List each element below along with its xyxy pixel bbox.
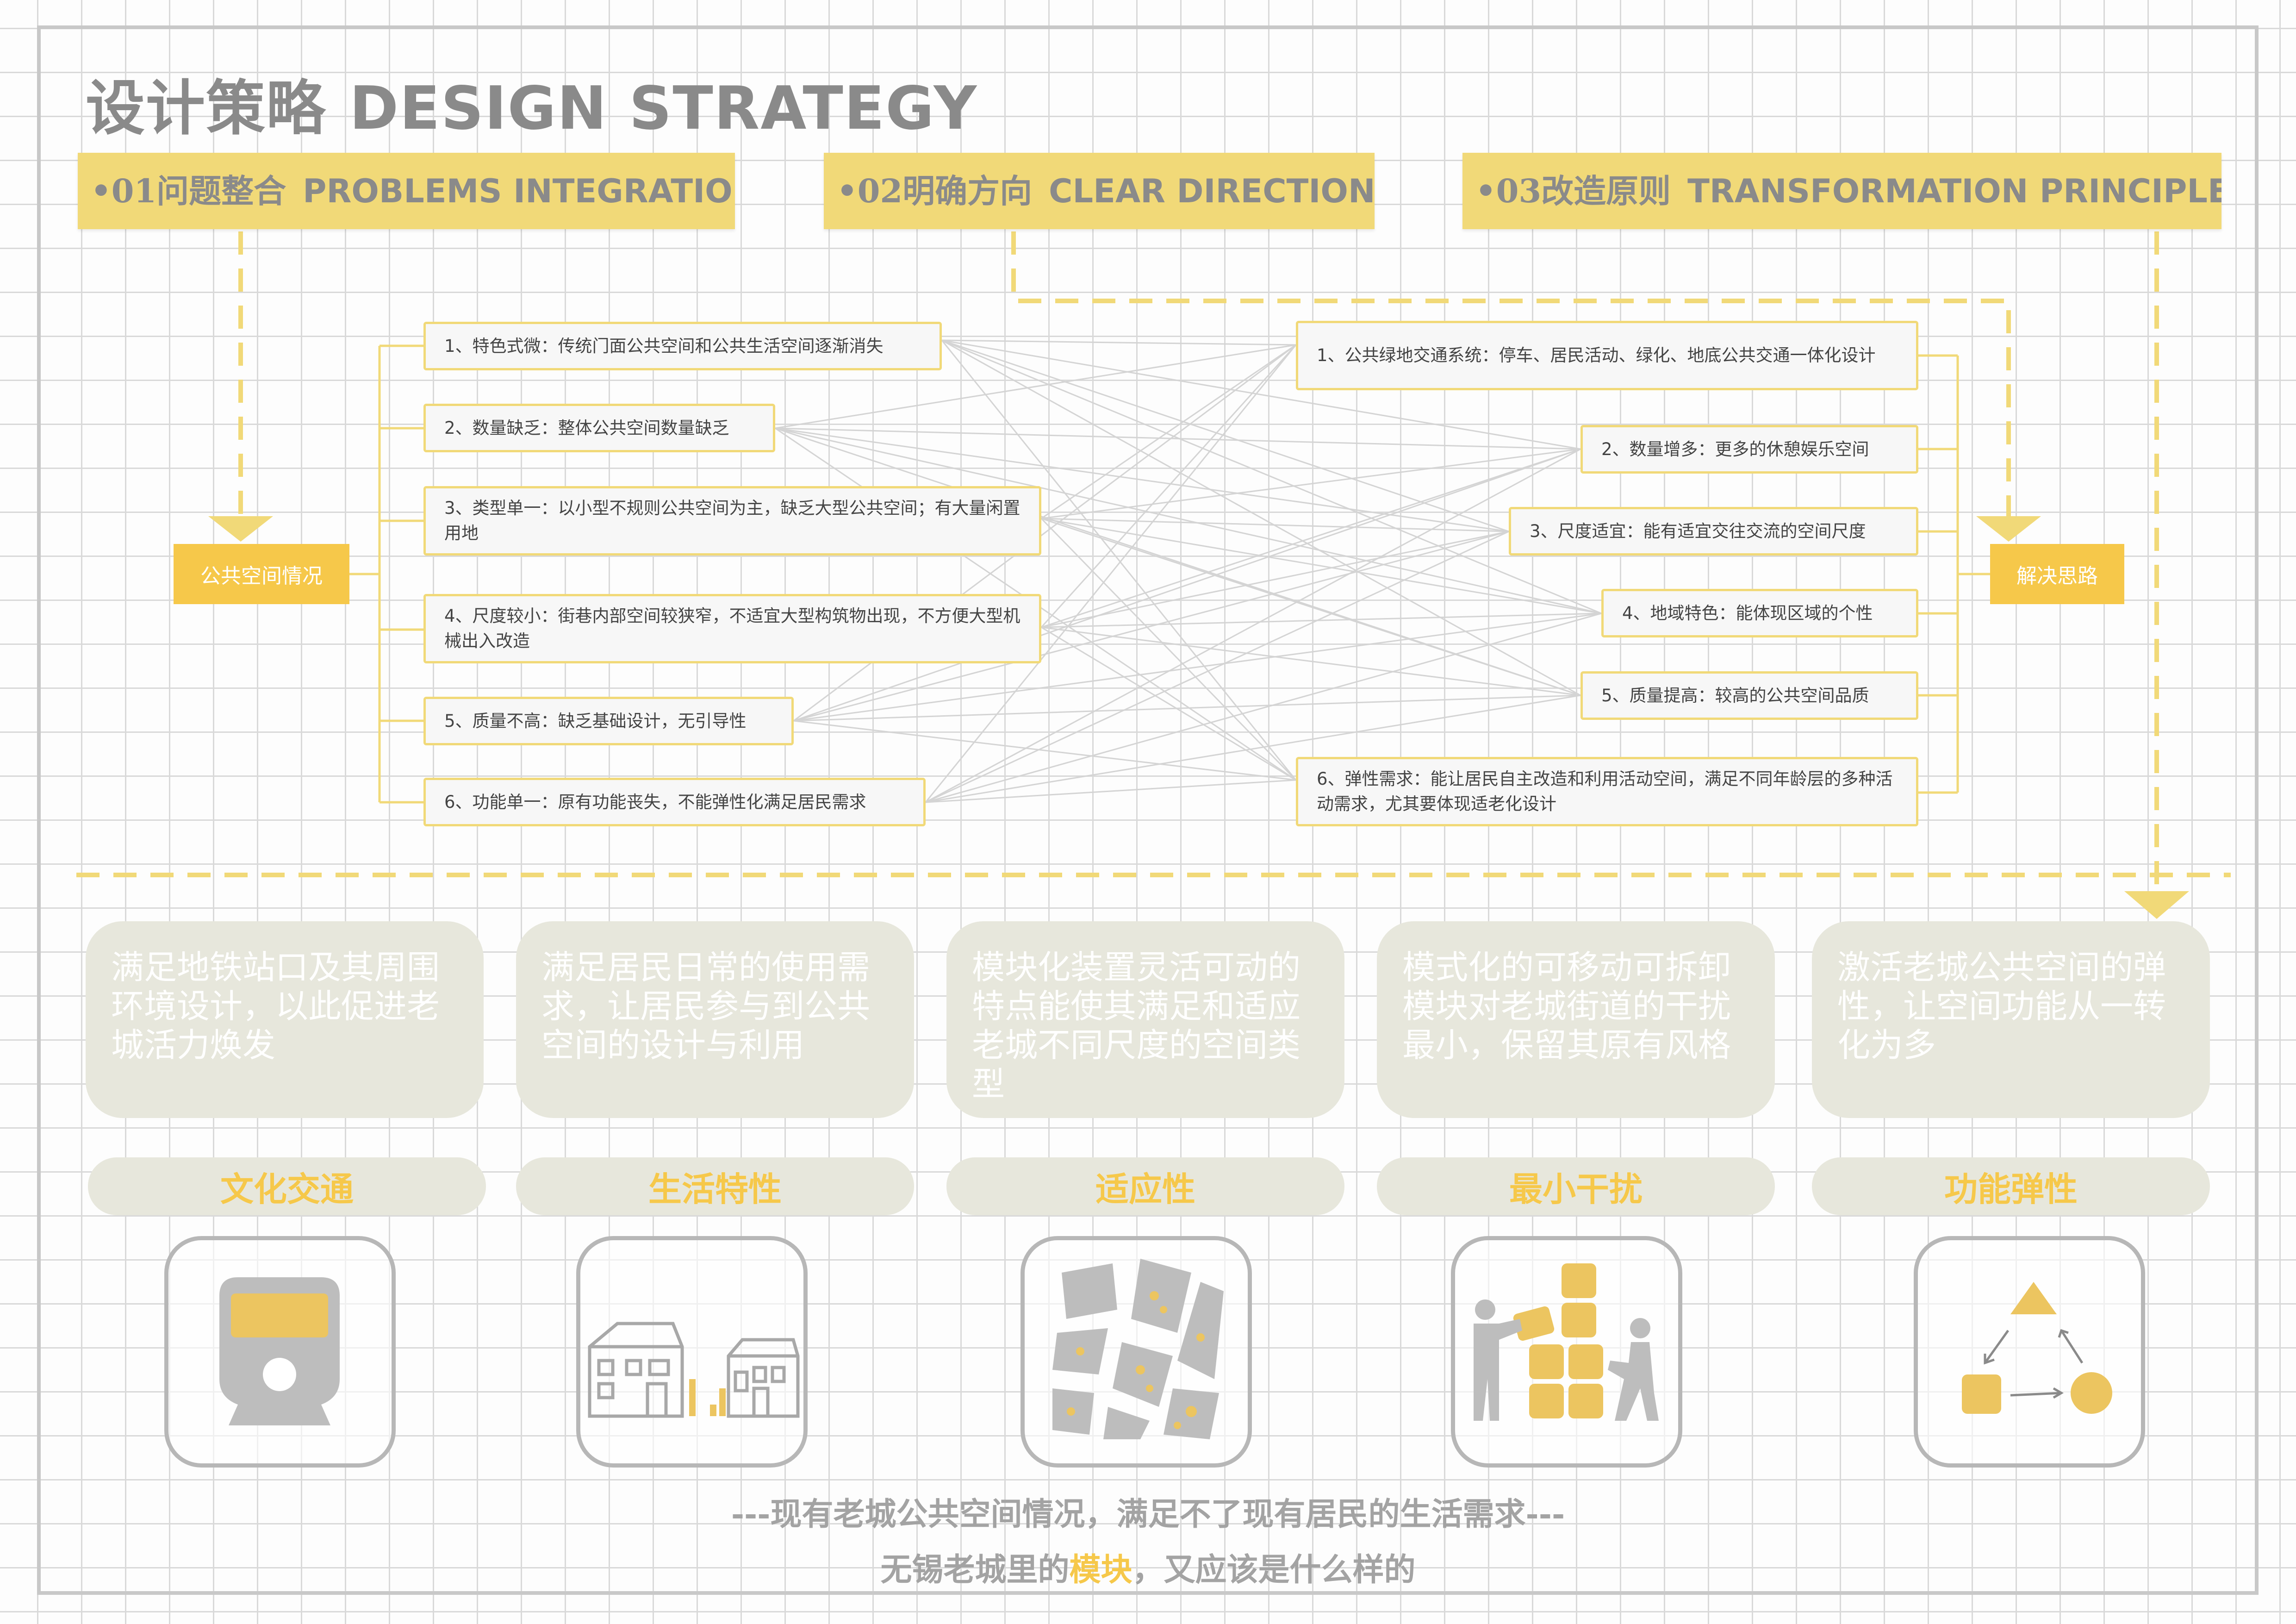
connector-line <box>941 339 1581 696</box>
header-clear-direction: •02明确方向 CLEAR DIRECTION <box>824 153 1375 229</box>
public-space-hub: 公共空间情况 <box>174 544 349 604</box>
connector-line <box>793 531 1509 722</box>
header-cn: •01问题整合 <box>91 172 286 210</box>
caption-text: 无锡老城里的 <box>880 1551 1070 1588</box>
principle-label: 功能弹性 <box>1812 1157 2210 1215</box>
solution-item: 3、尺度适宜：能有适宜交往交流的空间尺度 <box>1509 507 1918 556</box>
problem-item: 4、尺度较小：街巷内部空间较狭窄，不适宜大型构筑物出现，不方便大型机械出入改造 <box>423 594 1041 663</box>
connector-line <box>1040 518 1297 781</box>
connector-line <box>925 779 1296 803</box>
principle-card: 满足居民日常的使用需求，让居民参与到公共空间的设计与利用 <box>516 921 914 1118</box>
connector-line <box>1041 448 1581 628</box>
principle-label: 文化交通 <box>88 1157 486 1215</box>
problem-item: 5、质量不高：缺乏基础设计，无引导性 <box>423 697 794 745</box>
solution-item: 1、公共绿地交通系统：停车、居民活动、绿化、地底公共交通一体化设计 <box>1296 321 1918 390</box>
title-cn: 设计策略 <box>86 74 327 143</box>
connector-line <box>941 339 1581 450</box>
connector-line <box>775 344 1296 429</box>
connector-line <box>793 448 1581 722</box>
problem-item: 6、功能单一：原有功能丧失，不能弹性化满足居民需求 <box>423 778 926 826</box>
bottom-caption-line1: ---现有老城公共空间情况，满足不了现有居民的生活需求--- <box>731 1496 1565 1533</box>
principle-card: 模式化的可移动可拆卸模块对老城街道的干扰最小，保留其原有风格 <box>1377 921 1775 1118</box>
connector-line <box>941 339 1296 346</box>
caption-text: ，又应该是什么样的 <box>1132 1551 1416 1588</box>
header-cn: •02明确方向 <box>837 172 1033 210</box>
connector-line <box>1041 626 1296 781</box>
connector-line <box>925 448 1581 803</box>
problem-item: 3、类型单一：以小型不规则公共空间为主，缺乏大型公共空间；有大量闲置用地 <box>423 486 1041 556</box>
connector-line <box>925 612 1602 803</box>
principle-label: 生活特性 <box>516 1157 914 1215</box>
problem-item: 1、特色式微：传统门面公共空间和公共生活空间逐渐消失 <box>423 322 942 370</box>
people-stacking-blocks-icon <box>1451 1236 1682 1468</box>
connector-line <box>793 720 1296 781</box>
connector-line <box>925 531 1509 803</box>
principle-card: 激活老城公共空间的弹性，让空间功能从一转化为多 <box>1812 921 2210 1118</box>
solution-hub: 解决思路 <box>1990 544 2124 604</box>
header-en: TRANSFORMATION PRINCIPLE <box>1687 172 2221 210</box>
connector-line <box>1041 531 1509 628</box>
connector-line <box>1041 612 1602 628</box>
header-en: CLEAR DIRECTION <box>1049 172 1375 210</box>
solution-item: 4、地域特色：能体现区域的个性 <box>1601 589 1918 637</box>
connector-line <box>925 344 1297 803</box>
metro-train-icon <box>164 1236 396 1468</box>
connector-line <box>1041 626 1581 696</box>
page-title: 设计策略 DESIGN STRATEGY <box>86 60 977 146</box>
shape-cycle-icon <box>1914 1236 2145 1468</box>
title-en: DESIGN STRATEGY <box>349 74 978 143</box>
connector-line <box>1040 344 1297 628</box>
solution-item: 5、质量提高：较高的公共空间品质 <box>1580 671 1918 720</box>
caption-highlight: 模块 <box>1069 1551 1132 1588</box>
header-problems-integration: •01问题整合 PROBLEMS INTEGRATION <box>78 153 735 229</box>
principle-label: 最小干扰 <box>1377 1157 1775 1215</box>
connector-line <box>775 427 1581 450</box>
principle-label: 适应性 <box>946 1157 1344 1215</box>
problem-item: 2、数量缺乏：整体公共空间数量缺乏 <box>423 404 775 452</box>
connector-line <box>793 612 1602 722</box>
bottom-caption-line2: 无锡老城里的模块，又应该是什么样的 <box>0 1544 2296 1590</box>
connector-line <box>1041 518 1602 614</box>
principle-card: 满足地铁站口及其周围环境设计，以此促进老城活力焕发 <box>86 921 484 1118</box>
connector-line <box>1041 344 1296 519</box>
connector-line <box>793 694 1581 722</box>
solution-item: 2、数量增多：更多的休憩娱乐空间 <box>1580 425 1918 474</box>
houses-icon <box>576 1236 808 1468</box>
connector-line <box>775 427 1509 532</box>
street-map-icon <box>1020 1236 1252 1468</box>
connector-line <box>941 339 1602 614</box>
solution-item: 6、弹性需求：能让居民自主改造和利用活动空间，满足不同年龄层的多种活动需求，尤其… <box>1296 757 1918 826</box>
header-cn: •03改造原则 <box>1475 172 1671 210</box>
header-en: PROBLEMS INTEGRATION <box>303 172 735 210</box>
header-transformation-principle: •03改造原则 TRANSFORMATION PRINCIPLE <box>1462 153 2221 229</box>
connector-line <box>1041 448 1581 519</box>
principle-card: 模块化装置灵活可动的特点能使其满足和适应老城不同尺度的空间类型 <box>946 921 1344 1118</box>
connector-line <box>925 694 1581 803</box>
connector-line <box>941 339 1509 532</box>
page-frame <box>37 25 2259 1595</box>
connector-line <box>775 427 1602 614</box>
